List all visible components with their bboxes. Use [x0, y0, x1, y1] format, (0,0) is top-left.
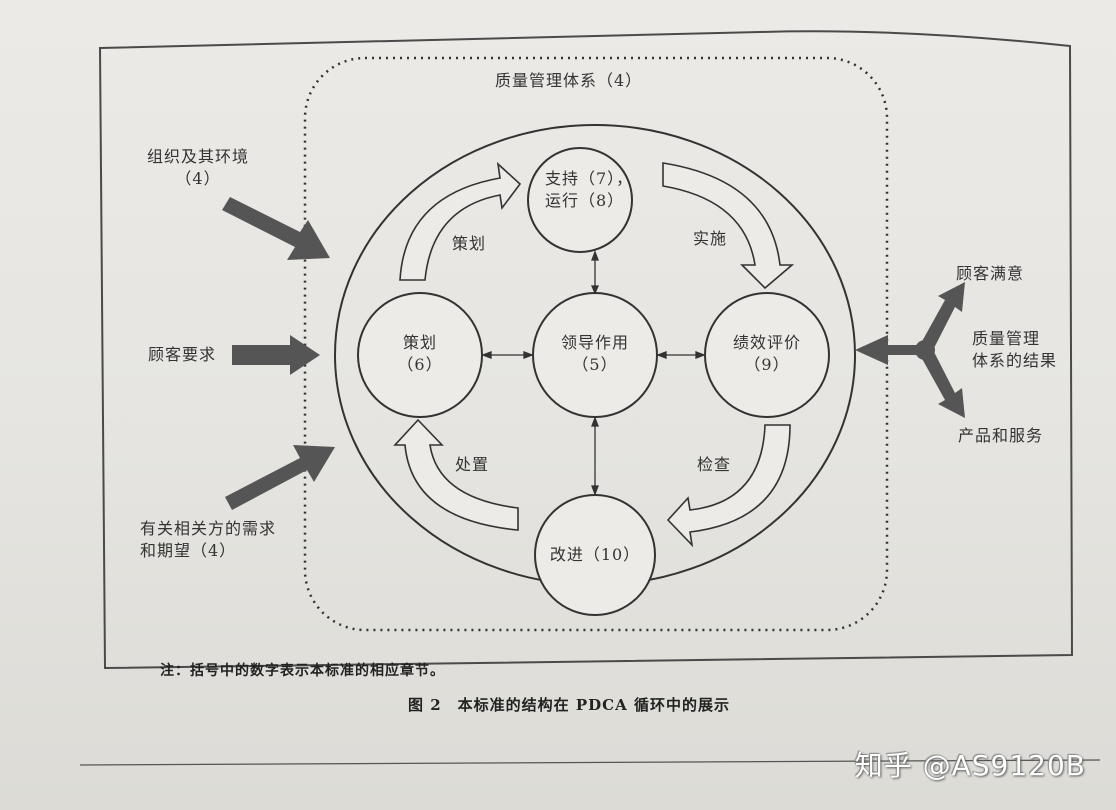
figure-caption: 图 2 本标准的结构在 PDCA 循环中的展示: [408, 696, 730, 714]
node-planning-line1: 策划: [402, 333, 437, 352]
cycle-arrows: [393, 161, 795, 548]
connectors: [481, 250, 706, 496]
output-arrows: [855, 282, 965, 418]
input-organization: 组织及其环境 （4）: [138, 146, 258, 190]
input-interested-parties-line1: 有关相关方的需求: [140, 519, 277, 538]
node-leadership-label: 领导作用 （5）: [545, 332, 645, 376]
output-results-line1: 质量管理: [972, 329, 1041, 348]
node-performance-line1: 绩效评价: [732, 333, 801, 352]
output-customer-satisfaction: 顾客满意: [956, 264, 1025, 283]
input-interested-parties: 有关相关方的需求 和期望（4）: [140, 518, 276, 562]
figure-note: 注：括号中的数字表示本标准的相应章节。: [160, 663, 445, 679]
cycle-label-check: 检查: [697, 455, 732, 474]
input-arrows: [222, 197, 335, 510]
cycle-label-do: 实施: [693, 229, 728, 248]
system-boundary: [303, 56, 889, 632]
node-support-operation: [527, 147, 633, 253]
input-organization-line1: 组织及其环境: [146, 147, 249, 166]
system-title: 质量管理体系（4）: [495, 71, 643, 90]
cycle-label-act: 处置: [455, 455, 490, 474]
watermark: 知乎 @AS9120B: [854, 749, 1086, 782]
node-leadership-line2: （5）: [572, 355, 618, 374]
input-customer-requirements: 顾客要求: [148, 345, 217, 364]
output-results-line2: 体系的结果: [972, 351, 1058, 370]
node-planning-line2: （6）: [397, 355, 443, 374]
node-leadership-line1: 领导作用: [560, 333, 629, 352]
node-support-operation-label: 支持（7）， 运行（8）: [545, 168, 633, 212]
node-performance-line2: （9）: [744, 355, 790, 374]
output-results: 质量管理 体系的结果: [972, 328, 1057, 372]
node-planning-label: 策划 （6）: [370, 332, 470, 376]
input-interested-parties-line2: 和期望（4）: [140, 541, 237, 560]
cycle-label-plan: 策划: [452, 234, 487, 253]
node-support-line2: 运行（8）: [545, 191, 625, 210]
node-improvement-label: 改进（10）: [549, 545, 641, 564]
node-support-line1: 支持（7），: [545, 169, 634, 188]
node-performance-label: 绩效评价 （9）: [717, 332, 817, 376]
outer-frame: [98, 30, 1074, 670]
output-products-services: 产品和服务: [958, 426, 1044, 445]
input-organization-line2: （4）: [175, 169, 221, 188]
